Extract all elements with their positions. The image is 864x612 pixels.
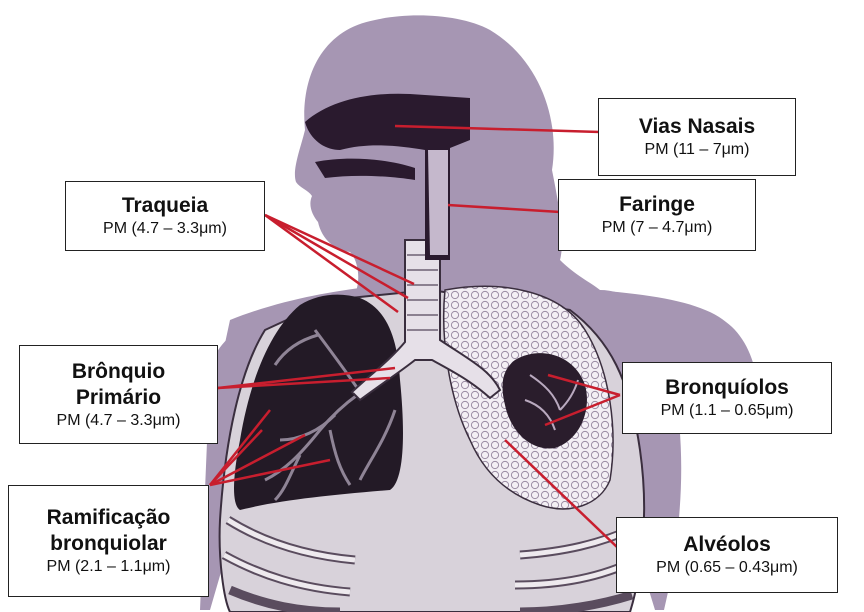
label-alveolos: Alvéolos PM (0.65 – 0.43μm) [616,517,838,593]
ramificacao-title-line1: Ramificação [9,505,208,531]
pharynx-light [428,150,448,255]
label-faringe: Faringe PM (7 – 4.7μm) [558,179,756,251]
bronquio-title-line2: Primário [20,385,217,411]
label-ramificacao: Ramificação bronquiolar PM (2.1 – 1.1μm) [8,485,209,597]
label-bronquiolos: Bronquíolos PM (1.1 – 0.65μm) [622,362,832,434]
label-traqueia: Traqueia PM (4.7 – 3.3μm) [65,181,265,251]
ramificacao-title-line2: bronquiolar [9,531,208,557]
alveolos-title: Alvéolos [617,532,837,558]
bronquiolos-title: Bronquíolos [623,375,831,401]
bronquiolos-range: PM (1.1 – 0.65μm) [623,401,831,421]
faringe-range: PM (7 – 4.7μm) [559,218,755,238]
bronquio-range: PM (4.7 – 3.3μm) [20,411,217,431]
vias-nasais-range: PM (11 – 7μm) [599,140,795,160]
traqueia-title: Traqueia [66,193,264,219]
ramificacao-range: PM (2.1 – 1.1μm) [9,557,208,577]
faringe-title: Faringe [559,192,755,218]
bronquio-title-line1: Brônquio [20,359,217,385]
label-bronquio-primario: Brônquio Primário PM (4.7 – 3.3μm) [19,345,218,444]
alveolos-range: PM (0.65 – 0.43μm) [617,558,837,578]
traqueia-range: PM (4.7 – 3.3μm) [66,219,264,239]
vias-nasais-title: Vias Nasais [599,114,795,140]
label-vias-nasais: Vias Nasais PM (11 – 7μm) [598,98,796,176]
